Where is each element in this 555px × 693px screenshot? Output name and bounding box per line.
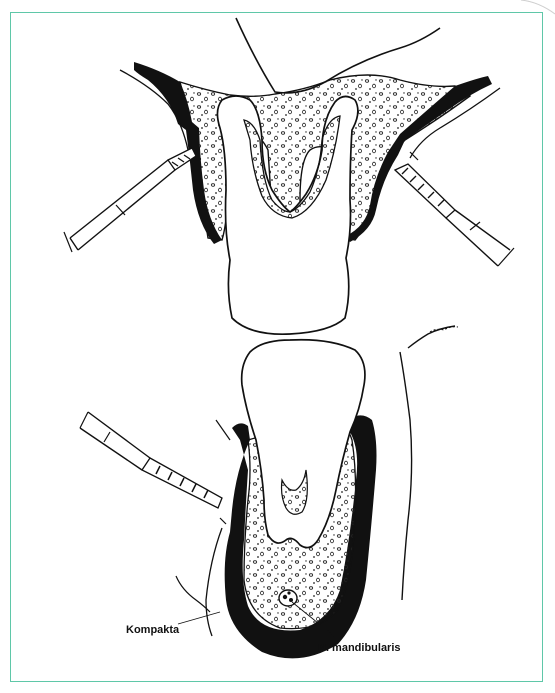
label-n-mandibularis: N. mandibularis <box>318 642 401 654</box>
lower-jaw <box>176 326 458 658</box>
lower-drill <box>80 412 222 508</box>
kompakta-leader <box>178 612 220 624</box>
label-kompakta: Kompakta <box>126 624 180 636</box>
lower-left-gingiva <box>206 528 222 636</box>
upper-jaw <box>120 18 500 334</box>
upper-left-drill <box>64 148 196 252</box>
upper-right-drill <box>395 152 514 266</box>
tongue-outline <box>400 326 455 600</box>
